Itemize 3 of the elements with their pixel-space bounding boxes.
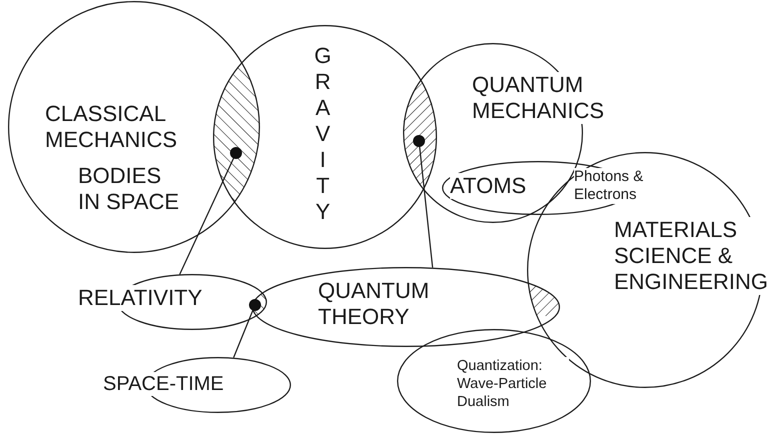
leader-line — [413, 135, 434, 268]
leader-line — [233, 299, 261, 358]
leader-line — [179, 147, 242, 275]
